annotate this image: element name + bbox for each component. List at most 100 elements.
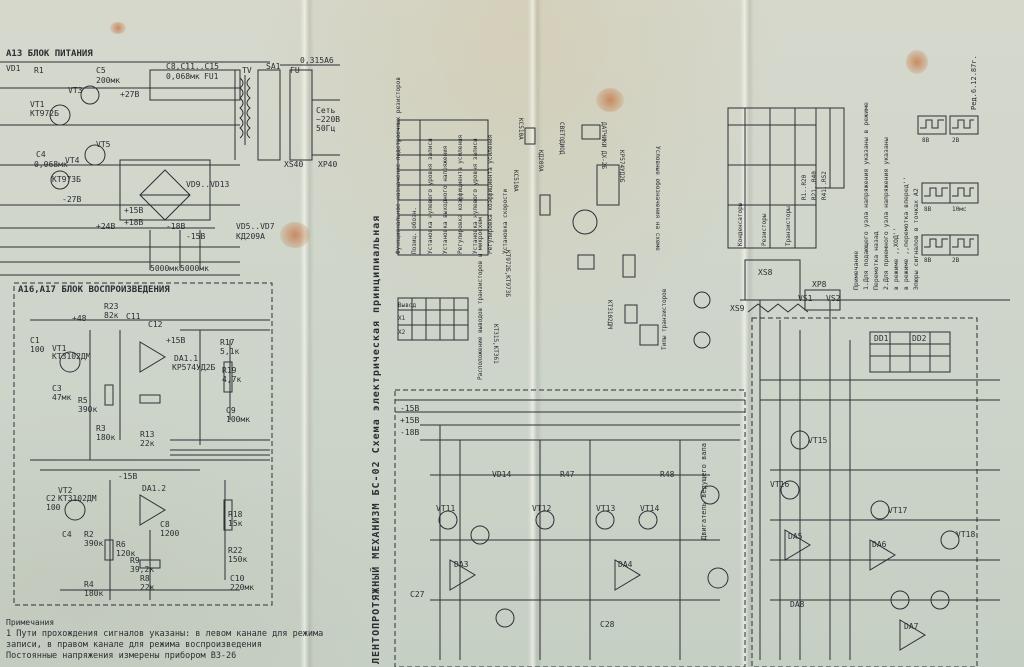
r13-value: 22к <box>140 439 155 448</box>
r22-label: R22 <box>228 546 243 555</box>
pin-label-2: КД209А <box>537 150 544 172</box>
c9-label: C9 <box>226 406 236 415</box>
da7-label: DA7 <box>904 622 919 631</box>
vt17-label: VT17 <box>888 506 908 515</box>
kd-label: КД209А <box>236 232 265 241</box>
paper-stain <box>110 22 126 34</box>
c9-value: 100мк <box>226 415 251 424</box>
c2-label: C2 <box>46 494 56 503</box>
vd14-label: VD14 <box>492 470 512 479</box>
vm27-label: -27В <box>62 195 82 204</box>
vt1-type: КТ972Б <box>30 109 59 118</box>
wave-label-4: 10мс <box>952 206 967 213</box>
r23-value: 82к <box>104 311 119 320</box>
c1-value: 100 <box>30 345 45 354</box>
vt16-label: VT16 <box>770 480 790 489</box>
center-v15: +15В <box>400 416 420 425</box>
paper-stain <box>596 88 624 112</box>
c3-value: 47мк <box>52 393 72 402</box>
vt4-label: VT4 <box>65 156 80 165</box>
right-note-1: 1.Для подающего узла напряжения указаны … <box>862 102 870 290</box>
c3-label: C3 <box>52 384 62 393</box>
revision-date: Ред.6.12.87г. <box>970 55 978 110</box>
sa1-label: SA1 <box>266 62 281 71</box>
right-note-3: 2.Для приемного узла напряжения указаны <box>882 137 890 290</box>
tv-label: TV <box>242 66 252 75</box>
table-condensers: Конденсаторы <box>737 202 744 246</box>
v24-label: +24В <box>96 222 116 231</box>
vt2-type: КТ3102ДМ <box>58 494 97 503</box>
r17-value: 5,1к <box>220 347 240 356</box>
c10-value: 220мк <box>230 583 255 592</box>
r1-label: R1 <box>34 66 44 75</box>
c10-label: C10 <box>230 574 245 583</box>
pin-label-5: ДАТЧИКИ ДХ-2Б <box>600 122 607 169</box>
vs2-label: VS2 <box>826 294 841 303</box>
wave-label-5: 8В <box>924 257 932 264</box>
v27-label: +27В <box>120 90 140 99</box>
table-transistors: Транзисторы <box>785 206 792 246</box>
vt15-label: VT15 <box>808 436 828 445</box>
r23-label: R23 <box>104 302 119 311</box>
notes-heading: Примечания <box>6 618 55 627</box>
power-block-title: A13 БЛОК ПИТАНИЯ <box>6 49 93 59</box>
center-vm15: -15В <box>400 404 420 413</box>
r18-value: 15к <box>228 519 243 528</box>
vd9-label: VD9..VD13 <box>186 180 230 189</box>
func-table-row-2: Установка выходного напряжения <box>442 145 449 254</box>
right-note-5: в режиме ,,перемотка вперед'' <box>902 176 910 291</box>
vt1-label: VT1 <box>30 100 45 109</box>
vm18-label: -18В <box>166 222 186 231</box>
vertical-title: ЛЕНТОПРОТЯЖНЫЙ МЕХАНИЗМ БС-02 Схема элек… <box>371 214 382 664</box>
vt13-label: VT13 <box>596 504 616 513</box>
da11-type: КР574УД2Б <box>172 363 216 372</box>
c100-value: 5000мк <box>150 264 179 273</box>
v15c-label: -15В <box>118 472 138 481</box>
vt5-label: VT5 <box>96 140 111 149</box>
table-row-a3: R41..R52 <box>821 171 828 200</box>
fu-value: 0,315А6 <box>300 56 334 65</box>
pin-label-4: СВЕТОДИОД <box>558 122 565 155</box>
c28-label: C28 <box>600 620 615 629</box>
vt1b-type: КТ3102ДМ <box>52 352 91 361</box>
notes-line-3: Постоянные напряжения измерены прибором … <box>6 651 237 661</box>
r48-label: R48 <box>660 470 675 479</box>
c8-label: C8,C11..C15 <box>166 62 219 71</box>
wave-label-1: 8В <box>922 137 930 144</box>
vm15-label: -15В <box>186 232 206 241</box>
r17-label: R17 <box>220 338 235 347</box>
da11-label: DA1.1 <box>174 354 199 363</box>
c4b-label: C4 <box>62 530 72 539</box>
r47-label: R47 <box>560 470 575 479</box>
da4-label: DA4 <box>618 560 633 569</box>
vt3-label: VT3 <box>68 86 83 95</box>
r13-label: R13 <box>140 430 155 439</box>
c4-label: C4 <box>36 150 46 159</box>
small-table-r1: X1 <box>398 315 406 322</box>
r6-label: R6 <box>116 540 126 549</box>
xs40-label: XS40 <box>284 160 304 169</box>
table-row-a1: R1..R20 <box>801 174 808 200</box>
wave-label-6: 2В <box>952 257 960 264</box>
func-table-col-a: Позиц. обозн. <box>411 207 418 254</box>
pin-label-3: КС510А <box>512 170 519 192</box>
r19-value: 4,7к <box>222 375 242 384</box>
da12-label: DA1.2 <box>142 484 167 493</box>
table-row-a2: R21..R40 <box>811 171 818 200</box>
xs9-label: XS9 <box>730 304 745 313</box>
r22-value: 150к <box>228 555 248 564</box>
r3-label: R3 <box>96 424 106 433</box>
vd1-label: VD1 <box>6 64 21 73</box>
r9-value: 39,2к <box>130 565 155 574</box>
da6-label: DA6 <box>872 540 887 549</box>
func-table-row-1: Установка нулевого уровня записи <box>427 138 434 254</box>
vt14-label: VT14 <box>640 504 660 513</box>
r6-value: 120к <box>116 549 136 558</box>
r4-value: 180к <box>84 589 104 598</box>
paper-stain <box>906 50 928 74</box>
vd5-label: VD5..VD7 <box>236 222 275 231</box>
c4-value: 0,068мк <box>34 160 68 169</box>
paper-stain <box>280 222 310 248</box>
c5-value: 200мк <box>96 76 121 85</box>
r2-label: R2 <box>84 530 94 539</box>
